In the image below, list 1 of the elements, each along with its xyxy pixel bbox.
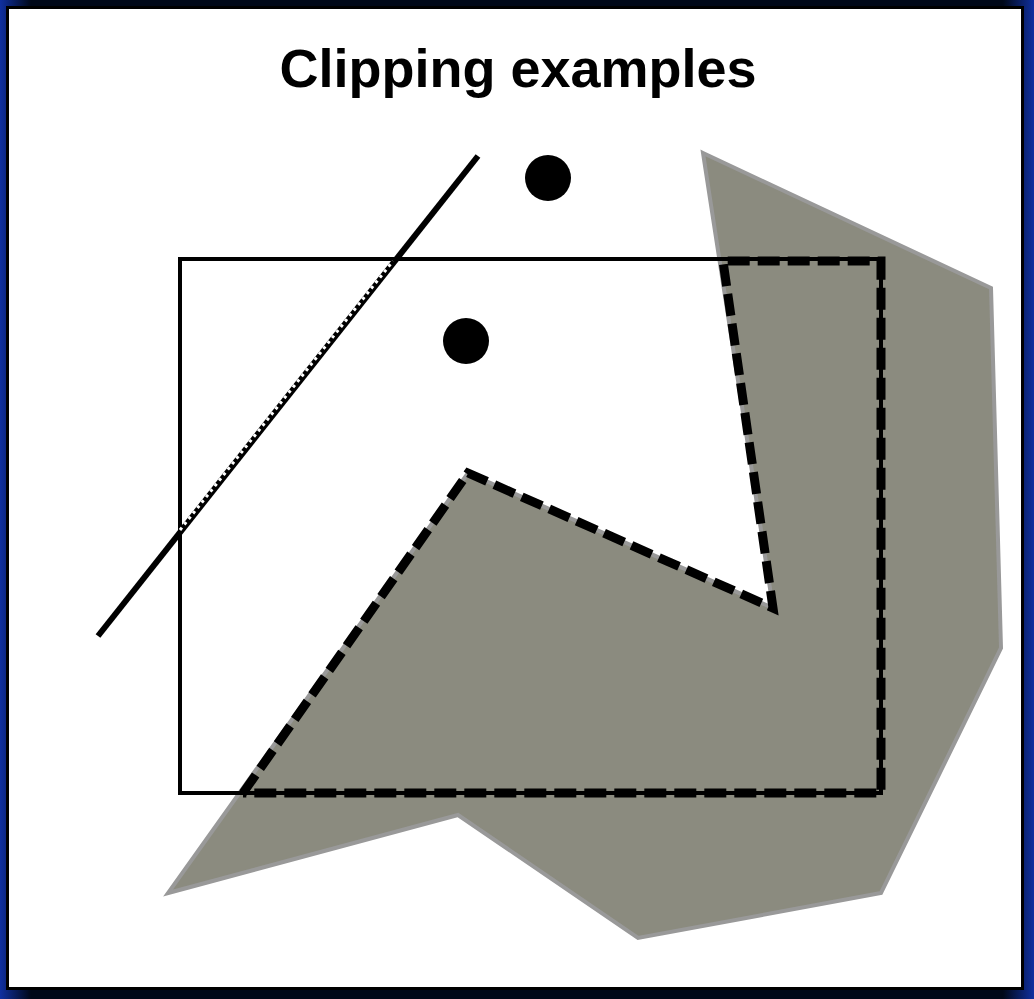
- slide-title: Clipping examples: [278, 37, 758, 99]
